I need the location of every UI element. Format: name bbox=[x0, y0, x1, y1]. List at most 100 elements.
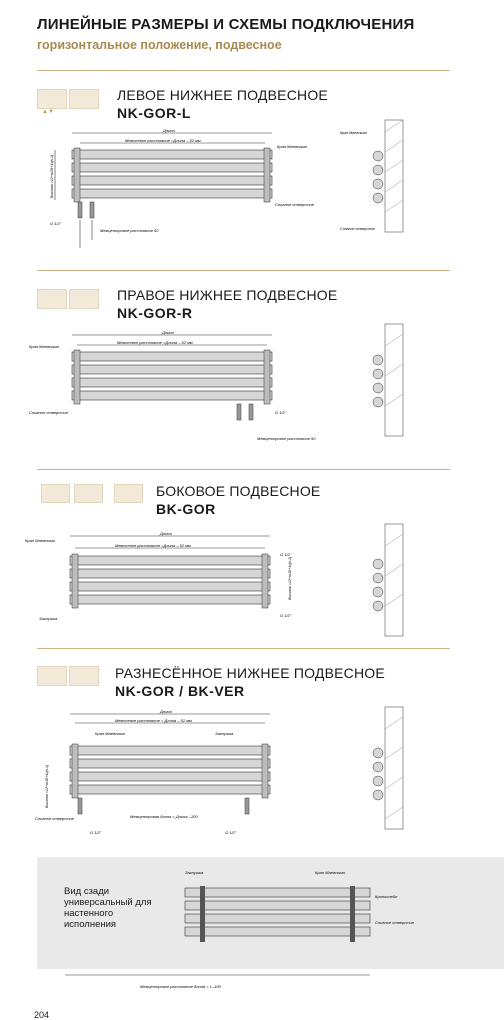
axis-label: Межосевое расстояние =Длина – 52 мм bbox=[117, 340, 193, 345]
radiator-collector bbox=[263, 349, 271, 405]
front-view-drawing: Длина Межосевое расстояние =Длина – 52 м… bbox=[25, 531, 292, 621]
tube-section bbox=[372, 164, 384, 176]
radiator-tube bbox=[69, 758, 271, 769]
mayevsky-label: Кран Маевского bbox=[315, 870, 346, 875]
tube-section bbox=[372, 789, 384, 801]
back-view-caption: Вид сзади универсальный для настенного и… bbox=[64, 886, 152, 930]
radiator-tube bbox=[71, 188, 273, 199]
axis-50-label: Межцентровое расстояние 50 bbox=[257, 436, 316, 441]
radiator-tube bbox=[71, 390, 273, 401]
thread-label: G 1/2" bbox=[280, 552, 292, 557]
tube-section bbox=[372, 382, 384, 394]
drain-label: Сливное отверстие bbox=[35, 816, 75, 821]
length-label: Длина bbox=[159, 531, 172, 536]
radiator-tube bbox=[184, 887, 371, 898]
radiator-tube bbox=[69, 581, 271, 592]
tube-section bbox=[372, 178, 384, 190]
drain-label: Сливное отверстие bbox=[340, 227, 375, 231]
length-label: Длина bbox=[159, 709, 172, 714]
flow-arrow-icon: ▲▼ bbox=[42, 109, 54, 115]
connection-pipe bbox=[244, 797, 250, 815]
section-code: NK-GOR / BK-VER bbox=[115, 683, 245, 699]
section-code: BK-GOR bbox=[156, 501, 216, 517]
radiator-tube bbox=[71, 175, 273, 186]
radiator-collector bbox=[263, 147, 271, 203]
tube-section bbox=[372, 586, 384, 598]
connection-pipe bbox=[248, 403, 254, 421]
radiator-collector bbox=[73, 349, 81, 405]
tube-section bbox=[372, 775, 384, 787]
side-view-drawing: Кран Маевского Сливное отверстие bbox=[340, 119, 404, 233]
back-view-panel bbox=[37, 857, 504, 969]
tube-section bbox=[372, 747, 384, 759]
tube-section bbox=[372, 761, 384, 773]
page-title: ЛИНЕЙНЫЕ РАЗМЕРЫ И СХЕМЫ ПОДКЛЮЧЕНИЯ bbox=[37, 16, 415, 33]
bracket bbox=[350, 886, 355, 942]
section-heading: БОКОВОЕ ПОДВЕСНОЕ bbox=[156, 483, 321, 499]
radiator-tube bbox=[184, 913, 371, 924]
radiator-tube bbox=[71, 162, 273, 173]
back-view-drawing: Заглушка Кран Маевского Кронштейн Сливно… bbox=[65, 870, 415, 989]
radiator-tube bbox=[184, 926, 371, 937]
drain-label: Сливное отверстие bbox=[275, 202, 315, 207]
tube-section bbox=[372, 354, 384, 366]
length-label: Длина bbox=[162, 128, 175, 133]
header-divider bbox=[37, 70, 450, 71]
section-heading: ПРАВОЕ НИЖНЕЕ ПОДВЕСНОЕ bbox=[117, 287, 338, 303]
radiator-tube bbox=[69, 568, 271, 579]
section-heading: РАЗНЕСЁННОЕ НИЖНЕЕ ПОДВЕСНОЕ bbox=[115, 665, 385, 681]
connection-pipe bbox=[89, 201, 95, 219]
axis-label: Межосевое расстояние =Длина – 52 мм bbox=[115, 543, 191, 548]
mount-icon-tile bbox=[37, 289, 67, 309]
tube-section bbox=[372, 558, 384, 570]
front-view-drawing: Длина Межосевое расстояние =Длина – 52 м… bbox=[50, 128, 315, 248]
axis-50-label: Межцентровое расстояние 50 bbox=[100, 228, 159, 233]
tube-section bbox=[372, 600, 384, 612]
connection-pipe bbox=[77, 797, 83, 815]
bracket-label: Кронштейн bbox=[375, 894, 398, 899]
side-view-drawing bbox=[372, 706, 404, 830]
mount-icon-tile bbox=[69, 89, 99, 109]
radiator-tube bbox=[71, 364, 273, 375]
radiator-tube bbox=[71, 149, 273, 160]
connection-pipe bbox=[236, 403, 242, 421]
plug-label: Заглушка bbox=[39, 616, 58, 621]
bracket bbox=[200, 886, 205, 942]
thread-label: G 1/2" bbox=[280, 613, 292, 618]
mayevsky-label: Кран Маевского bbox=[277, 144, 308, 149]
axis-label: Межосевое расстояние =Длина – 52 мм bbox=[125, 138, 201, 143]
radiator-tube bbox=[69, 745, 271, 756]
section-divider bbox=[37, 469, 450, 470]
front-view-drawing: Длина Межосевое расстояние =Длина – 52 м… bbox=[29, 330, 316, 441]
wall bbox=[384, 323, 404, 437]
front-view-drawing: Длина Межосевое расстояние = Длина – 52 … bbox=[35, 709, 271, 835]
tube-section bbox=[372, 368, 384, 380]
thread-label: G 1/2" bbox=[275, 410, 287, 415]
page-number: 204 bbox=[34, 1010, 50, 1020]
section-code: NK-GOR-L bbox=[117, 105, 191, 121]
mayevsky-label: Кран Маевского bbox=[25, 538, 56, 543]
radiator-tube bbox=[69, 555, 271, 566]
radiator-collector bbox=[73, 147, 81, 203]
mayevsky-label: Кран Маевского bbox=[29, 344, 60, 349]
axis-bottom-label: Межцентровое расстояние длина = L–100 bbox=[140, 984, 222, 989]
radiator-collector bbox=[261, 553, 269, 609]
drain-label: Сливное отверстие bbox=[375, 920, 415, 925]
section-code: NK-GOR-R bbox=[117, 305, 193, 321]
drain-label: Сливное отверстие bbox=[29, 410, 69, 415]
axis-label: Межосевое расстояние = Длина – 52 мм bbox=[115, 718, 192, 723]
mount-icon-tile bbox=[114, 484, 143, 503]
thread-label: G 1/2" bbox=[50, 221, 62, 226]
height-label: Высота =12+n•36+4•(n-1) bbox=[45, 765, 49, 808]
radiator-collector bbox=[71, 743, 79, 799]
mayevsky-label: Кран Маевского bbox=[95, 731, 126, 736]
radiator-tube bbox=[71, 351, 273, 362]
radiator-tube bbox=[69, 771, 271, 782]
wall bbox=[384, 523, 404, 637]
wall bbox=[384, 706, 404, 830]
length-label: Длина bbox=[161, 330, 174, 335]
thread-label: G 1/2" bbox=[225, 830, 237, 835]
radiator-tube bbox=[69, 594, 271, 605]
side-view-drawing bbox=[372, 523, 404, 637]
mount-icon-tile bbox=[74, 484, 103, 503]
